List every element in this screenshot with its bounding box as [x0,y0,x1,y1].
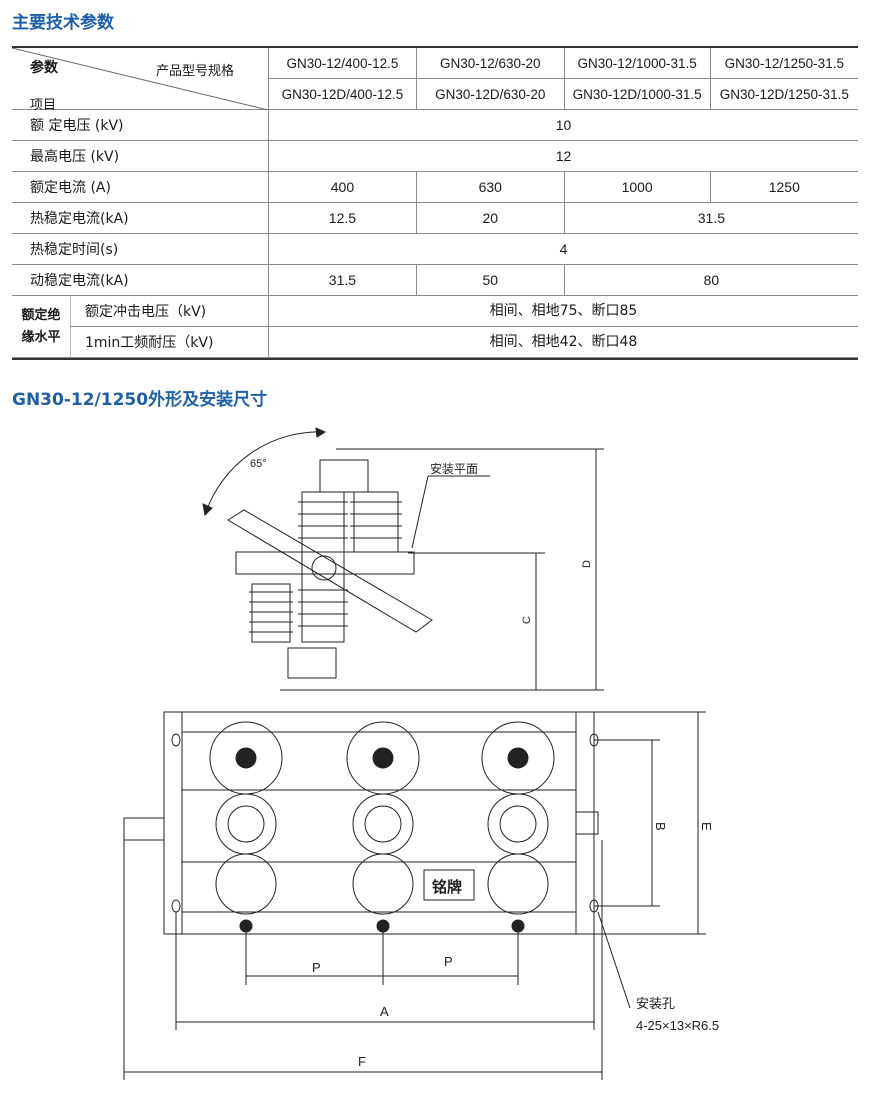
arrow-head [315,427,327,438]
row-label: 额定电流 (A) [12,171,269,203]
phase-1 [209,721,283,933]
dim-p1: P [312,960,321,975]
insulator-right [350,491,402,553]
spec-table: 参数 产品型号规格 项目 GN30-12/400-12.5 GN30-12/63… [12,46,858,360]
nameplate [423,869,475,901]
phase-3 [481,721,555,933]
shaft-end [575,811,599,835]
section-title-specs: 主要技术参数 [12,13,114,33]
insulation-cell: 额定绝 缘水平 额定冲击电压（kV) 1min工频耐压（kV) [12,295,269,358]
row-value: 10 [268,109,858,141]
group-label-line2: 缘水平 [21,329,61,345]
row-value: 31.5 [563,202,858,234]
side-view: 65° 安装平面 [202,427,604,691]
arrow-head [202,503,213,517]
insulation-values: 相间、相地75、断口85 相间、相地42、断口48 [268,295,858,358]
model-cell: GN30-12/400-12.5 [268,46,417,79]
table-row: 最高电压 (kV) 12 [12,140,858,172]
dim-p2: P [444,954,453,969]
dim-c: C [521,616,533,624]
row-label: 额定冲击电压（kV) [70,296,268,327]
hole-spec: 4-25×13×R6.5 [636,1018,719,1033]
row-value: 相间、相地42、断口48 [489,334,638,350]
row-label: 最高电压 (kV) [12,140,269,172]
row-value: 20 [415,202,565,234]
pivot [311,555,337,581]
row-value: 1000 [563,171,711,203]
row-value: 4 [268,233,858,265]
row-value: 相间、相地75、断口85 [269,296,858,327]
row-label: 额 定电压 (kV) [12,109,269,141]
insulation-group-label: 额定绝 缘水平 [12,296,71,357]
angle-label: 65° [250,458,267,470]
table-row: 额定绝 缘水平 额定冲击电压（kV) 1min工频耐压（kV) 相间、相地75、… [12,295,858,358]
top-terminal [319,459,369,493]
row-label: 热稳定时间(s) [12,233,269,265]
row-value: 80 [563,264,858,296]
mount-plane-label: 安装平面 [430,461,478,476]
table-row: 动稳定电流(kA) 31.5 50 80 [12,264,858,296]
model-cell: GN30-12/1000-31.5 [563,46,711,79]
model-label: 产品型号规格 [156,64,235,79]
table-row: 热稳定时间(s) 4 [12,233,858,265]
model-cell: GN30-12D/400-12.5 [268,78,417,110]
dim-e: E [699,822,714,831]
shaft [123,817,165,841]
base-plate [235,551,415,575]
dim-b: B [653,822,668,831]
header-diagonal [12,48,268,110]
param-label: 参数 [30,60,58,76]
nameplate-label: 铭牌 [432,878,462,896]
row-value: 400 [268,171,417,203]
row-label: 热稳定电流(kA) [12,202,269,234]
row-value: 31.5 [268,264,417,296]
angle-arc [204,431,326,516]
row-value: 12.5 [268,202,417,234]
model-cell: GN30-12D/1000-31.5 [563,78,711,110]
hole-label: 安装孔 [636,996,675,1011]
dim-d: D [581,560,593,568]
inner-frame [181,711,577,935]
model-cell: GN30-12D/630-20 [415,78,565,110]
mount-hole [171,899,181,913]
table-row: 额定电流 (A) 400 630 1000 1250 [12,171,858,203]
row-value: 12 [268,140,858,172]
front-view: 铭牌 B E P P A F 安装孔 4-25×13×R6.5 [123,711,719,1080]
group-label-line1: 额定绝 [21,307,61,323]
table-row: 额 定电压 (kV) 10 [12,109,858,141]
row-label: 1min工频耐压（kV) [70,326,268,357]
model-cell: GN30-12/630-20 [415,46,565,79]
row-value: 630 [415,171,565,203]
blade [227,509,433,633]
row-value: 1250 [709,171,858,203]
row-value: 50 [415,264,565,296]
insulator-left [249,583,293,643]
mount-hole [171,733,181,747]
section-title-dimensions: GN30-12/1250外形及安装尺寸 [12,390,268,410]
model-cell: GN30-12D/1250-31.5 [709,78,858,110]
table-header-corner: 参数 产品型号规格 项目 [12,46,269,113]
hole-leader [597,911,631,1009]
dim-f: F [358,1054,366,1069]
row-label: 动稳定电流(kA) [12,264,269,296]
model-cell: GN30-12/1250-31.5 [709,46,858,79]
table-row: 热稳定电流(kA) 12.5 20 31.5 [12,202,858,234]
bottom-terminal [287,647,337,679]
leader-line [411,475,429,549]
phase-2 [346,721,420,933]
item-label: 项目 [30,98,57,113]
dim-a: A [380,1004,389,1019]
